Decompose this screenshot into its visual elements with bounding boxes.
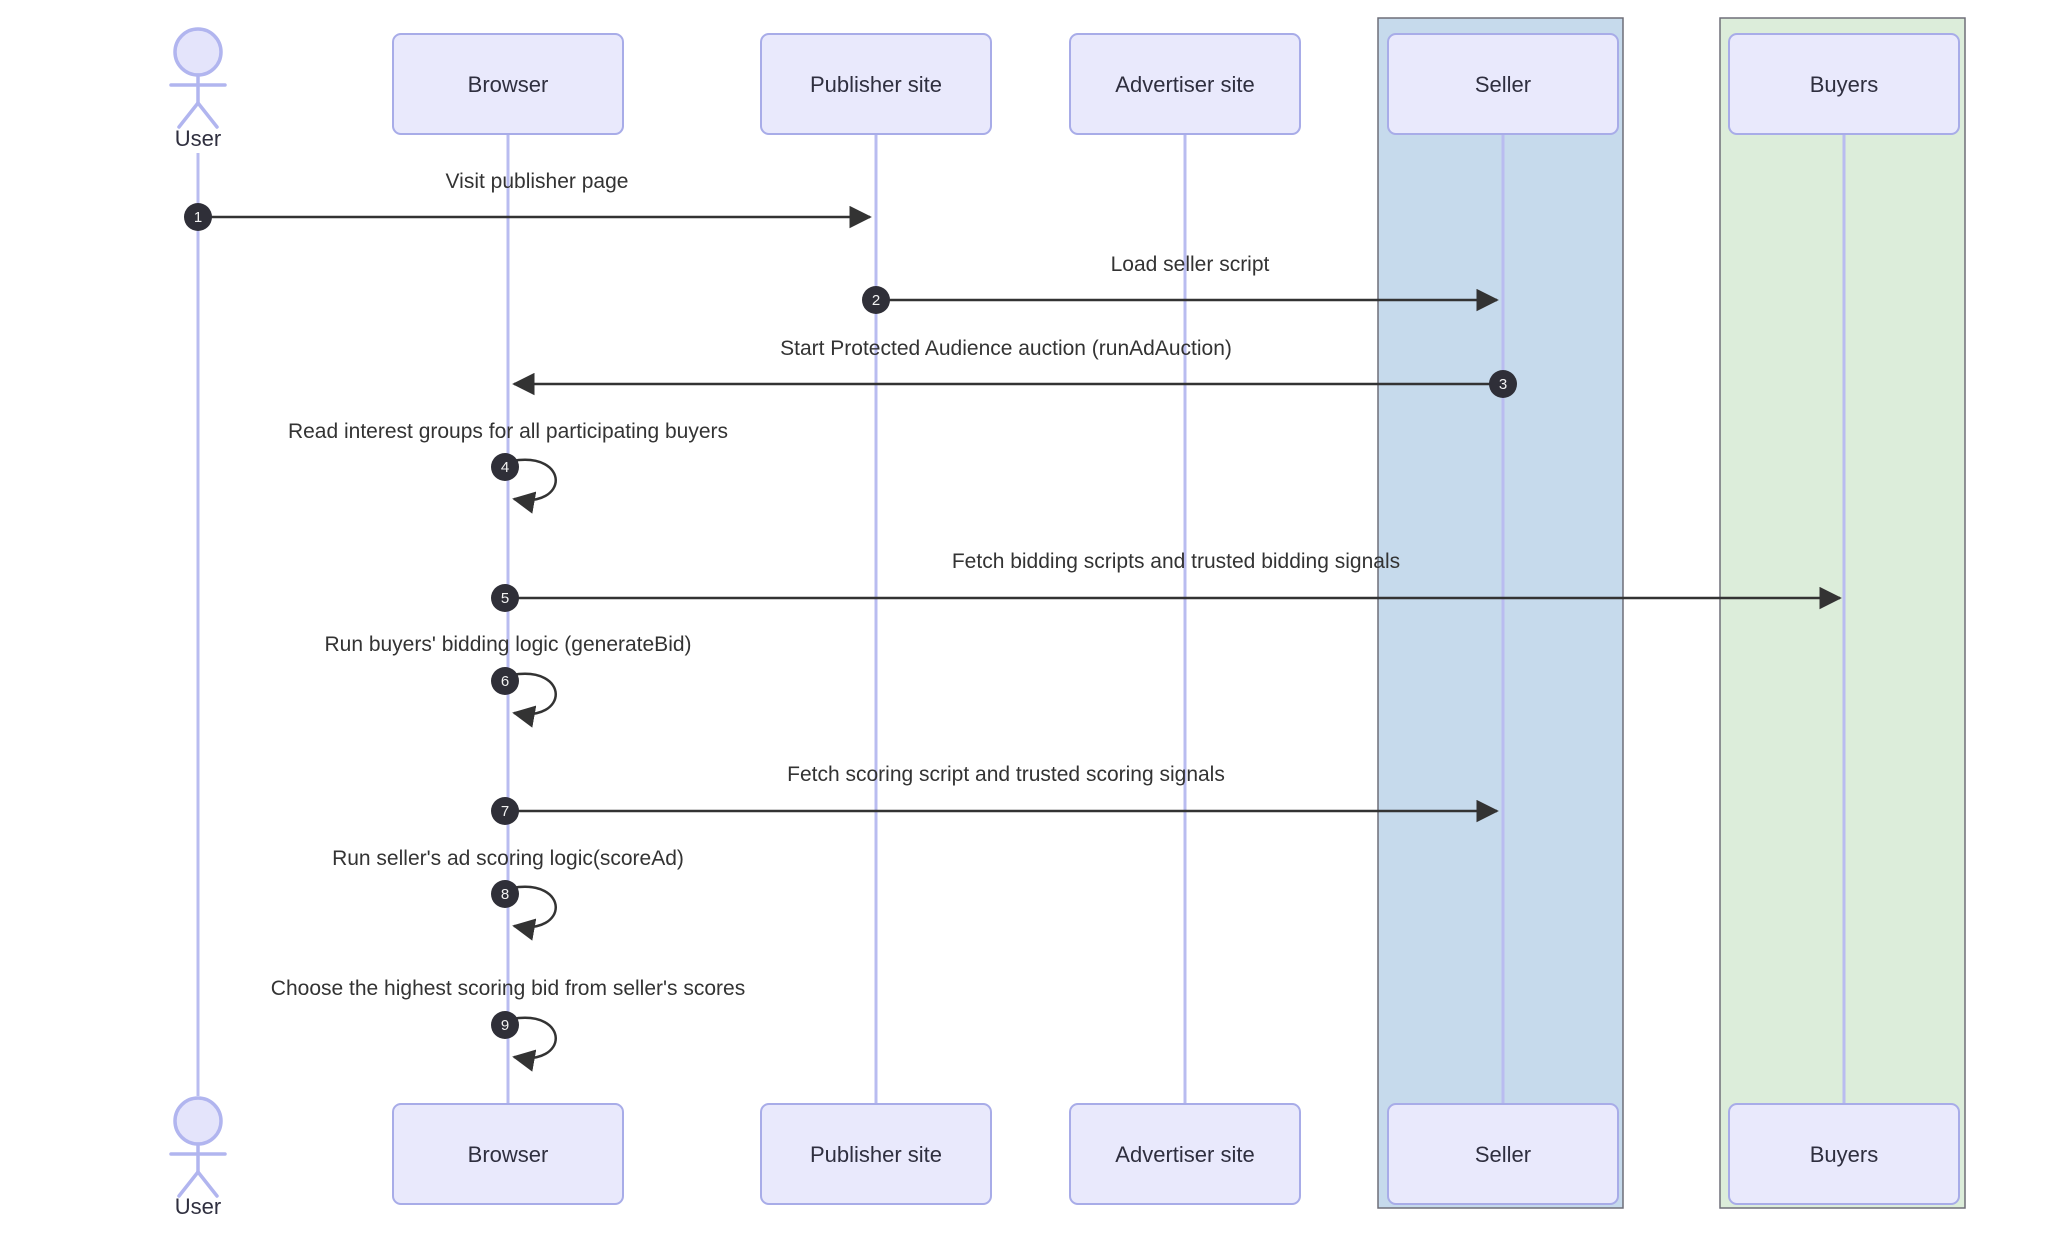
message-9-label: Choose the highest scoring bid from sell…	[271, 977, 745, 1000]
actor-top-user: User	[169, 27, 227, 151]
message-6-seq-number: 6	[501, 673, 509, 690]
user-figure-head	[173, 27, 223, 77]
participant-label-publisher-bottom: Publisher site	[810, 1142, 942, 1167]
message-5: Fetch bidding scripts and trusted biddin…	[491, 550, 1842, 612]
message-6-seq-badge	[491, 667, 519, 695]
participant-label-seller-top: Seller	[1475, 72, 1531, 97]
participant-label-advertiser-top: Advertiser site	[1115, 72, 1254, 97]
user-figure-head-bottom	[173, 1096, 223, 1146]
message-8: Run seller's ad scoring logic(scoreAd) 8	[332, 847, 684, 941]
message-7-seq-number: 7	[501, 803, 509, 820]
message-1-seq-number: 1	[194, 209, 202, 226]
participant-label-browser-top: Browser	[468, 72, 549, 97]
message-4-self-loop	[511, 458, 557, 514]
message-8-seq-badge	[491, 880, 519, 908]
actor-label-user-bottom: User	[175, 1194, 221, 1219]
participant-top-buyers: Buyers	[1728, 33, 1960, 135]
participant-label-publisher-top: Publisher site	[810, 72, 942, 97]
message-3-seq-badge	[1489, 370, 1517, 398]
seller-highlight-region	[1377, 17, 1624, 1209]
participant-label-buyers-bottom: Buyers	[1810, 1142, 1878, 1167]
message-7-seq-badge	[491, 797, 519, 825]
message-3-seq-number: 3	[1499, 376, 1507, 393]
message-2: Load seller script 2	[862, 253, 1499, 314]
message-9-seq-number: 9	[501, 1017, 509, 1034]
participant-label-browser-bottom: Browser	[468, 1142, 549, 1167]
participant-label-buyers-top: Buyers	[1810, 72, 1878, 97]
message-5-seq-badge	[491, 584, 519, 612]
message-9-self-loop	[511, 1016, 557, 1072]
message-2-label: Load seller script	[1111, 253, 1270, 276]
actor-bottom-user: User	[169, 1096, 227, 1219]
participant-top-publisher: Publisher site	[760, 33, 992, 135]
message-2-seq-badge	[862, 286, 890, 314]
message-5-label: Fetch bidding scripts and trusted biddin…	[952, 550, 1400, 573]
message-1-label: Visit publisher page	[446, 170, 629, 193]
participant-bottom-browser: Browser	[392, 1103, 624, 1205]
message-1: Visit publisher page 1	[184, 170, 872, 231]
participant-bottom-advertiser: Advertiser site	[1069, 1103, 1301, 1205]
message-4-seq-badge	[491, 453, 519, 481]
actor-label-user-top: User	[175, 126, 221, 151]
message-4-seq-number: 4	[501, 459, 509, 476]
participant-bottom-publisher: Publisher site	[760, 1103, 992, 1205]
message-7: Fetch scoring script and trusted scoring…	[491, 763, 1499, 825]
message-4: Read interest groups for all participati…	[288, 420, 728, 514]
participant-label-seller-bottom: Seller	[1475, 1142, 1531, 1167]
participant-top-advertiser: Advertiser site	[1069, 33, 1301, 135]
message-8-seq-number: 8	[501, 886, 509, 903]
message-1-seq-badge	[184, 203, 212, 231]
message-2-seq-number: 2	[872, 292, 880, 309]
message-9-seq-badge	[491, 1011, 519, 1039]
message-3-label: Start Protected Audience auction (runAdA…	[780, 337, 1232, 360]
message-7-label: Fetch scoring script and trusted scoring…	[787, 763, 1225, 786]
participant-bottom-buyers: Buyers	[1728, 1103, 1960, 1205]
message-8-label: Run seller's ad scoring logic(scoreAd)	[332, 847, 684, 870]
participant-top-browser: Browser	[392, 33, 624, 135]
message-8-self-loop	[511, 885, 557, 941]
message-6: Run buyers' bidding logic (generateBid) …	[324, 633, 692, 728]
message-5-seq-number: 5	[501, 590, 509, 607]
participant-label-advertiser-bottom: Advertiser site	[1115, 1142, 1254, 1167]
message-3: Start Protected Audience auction (runAdA…	[512, 337, 1517, 398]
participant-top-seller: Seller	[1387, 33, 1619, 135]
message-6-self-loop	[511, 672, 557, 728]
participant-bottom-seller: Seller	[1387, 1103, 1619, 1205]
message-6-label: Run buyers' bidding logic (generateBid)	[324, 633, 691, 656]
message-4-label: Read interest groups for all participati…	[288, 420, 728, 443]
message-9: Choose the highest scoring bid from sell…	[271, 977, 745, 1072]
